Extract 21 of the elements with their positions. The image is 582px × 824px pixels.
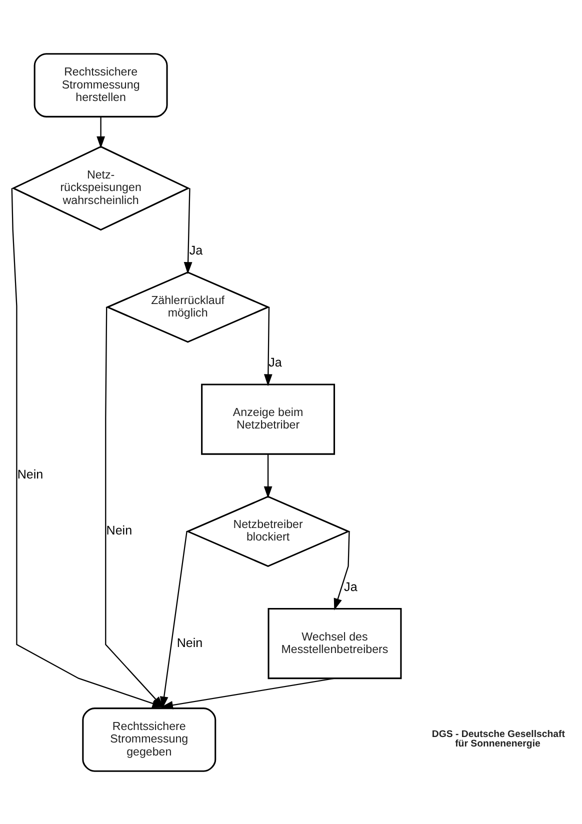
edge-label: Ja (189, 242, 203, 257)
arrow (96, 116, 105, 148)
node-box: Wechsel des Messtellenbetreibers (268, 607, 402, 679)
edge-label: Ja (268, 354, 282, 369)
node-box: Rechtssichere Strommessung herstellen (34, 52, 168, 117)
node-box: Anzeige beim Netzbetriber (201, 383, 336, 454)
node-diamond: Zählerrücklauf möglich (106, 271, 270, 342)
arrow (160, 530, 188, 708)
arrow (184, 188, 192, 274)
edge-label: Nein (17, 467, 44, 482)
arrow (334, 530, 350, 610)
label: DGS - Deutsche Gesellschaft für Sonnenenergie (432, 728, 565, 749)
edge-label: Nein (176, 635, 203, 650)
arrow (160, 677, 335, 709)
edge-label: Ja (344, 579, 358, 594)
node-box: Rechtssichere Strommessung gegeben (82, 707, 216, 772)
edge-label: Nein (106, 523, 132, 538)
node-diamond: Netz-rückspeisungen wahrscheinlich (12, 145, 190, 230)
arrow (264, 454, 272, 498)
node-diamond: Netzbetreiber blockiert (186, 495, 350, 567)
arrow (264, 306, 272, 386)
